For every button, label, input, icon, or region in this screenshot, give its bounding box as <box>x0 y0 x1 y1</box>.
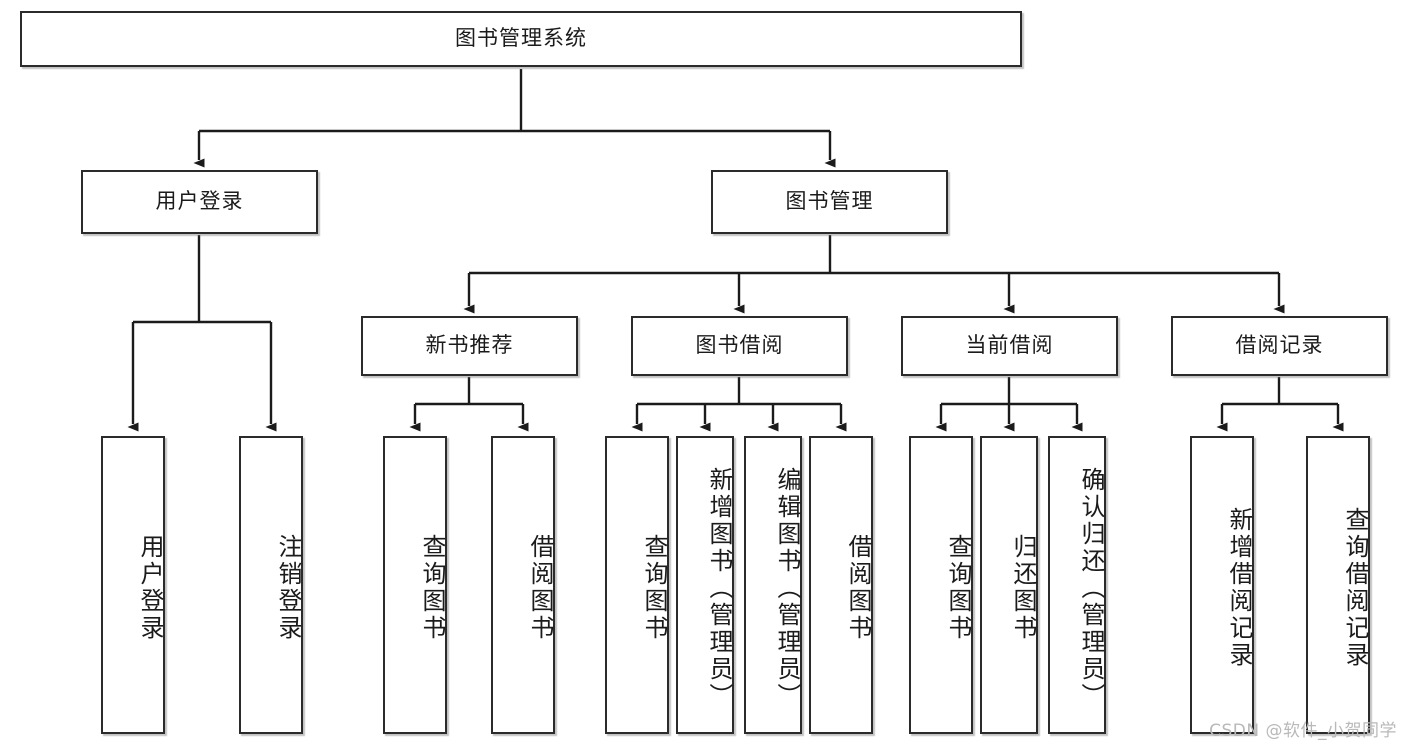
watermark: CSDN @软件_小贺同学 <box>1209 721 1397 741</box>
leaf-confirm-return-label: 确认归还（管理员） <box>1077 466 1105 710</box>
leaf-add-book-label: 新增图书（管理员） <box>705 466 733 710</box>
leaf-query-borrow-record[interactable]: 查询借阅记录 <box>1306 436 1370 734</box>
leaf-user-login-label: 用户登录 <box>136 534 164 642</box>
node-user-login-label: 用户登录 <box>155 189 244 214</box>
leaf-query-book-1-label: 查询图书 <box>418 534 446 642</box>
node-borrow-record-label: 借阅记录 <box>1235 333 1324 358</box>
node-root[interactable]: 图书管理系统 <box>20 11 1022 67</box>
leaf-query-book-1[interactable]: 查询图书 <box>383 436 447 734</box>
node-current-borrow-label: 当前借阅 <box>965 333 1054 358</box>
node-book-borrow-label: 图书借阅 <box>695 333 784 358</box>
leaf-query-book-2-label: 查询图书 <box>640 534 668 642</box>
leaf-query-borrow-record-label: 查询借阅记录 <box>1341 507 1369 669</box>
leaf-borrow-book-1-label: 借阅图书 <box>526 534 554 642</box>
node-borrow-record[interactable]: 借阅记录 <box>1171 316 1388 376</box>
node-new-book-recommend-label: 新书推荐 <box>425 333 514 358</box>
leaf-borrow-book-2-label: 借阅图书 <box>844 534 872 642</box>
node-root-label: 图书管理系统 <box>455 26 587 51</box>
leaf-add-book[interactable]: 新增图书（管理员） <box>676 436 734 734</box>
node-book-manage[interactable]: 图书管理 <box>711 170 948 234</box>
node-new-book-recommend[interactable]: 新书推荐 <box>361 316 578 376</box>
leaf-logout-login[interactable]: 注销登录 <box>239 436 303 734</box>
leaf-query-book-2[interactable]: 查询图书 <box>605 436 669 734</box>
leaf-edit-book-label: 编辑图书（管理员） <box>773 466 801 710</box>
leaf-borrow-book-2[interactable]: 借阅图书 <box>809 436 873 734</box>
leaf-query-book-3-label: 查询图书 <box>944 534 972 642</box>
node-book-manage-label: 图书管理 <box>785 189 874 214</box>
leaf-confirm-return[interactable]: 确认归还（管理员） <box>1048 436 1106 734</box>
leaf-borrow-book-1[interactable]: 借阅图书 <box>491 436 555 734</box>
leaf-return-book-label: 归还图书 <box>1009 534 1037 642</box>
node-user-login[interactable]: 用户登录 <box>81 170 318 234</box>
leaf-query-book-3[interactable]: 查询图书 <box>909 436 973 734</box>
leaf-logout-login-label: 注销登录 <box>274 534 302 642</box>
leaf-add-borrow-record-label: 新增借阅记录 <box>1225 507 1253 669</box>
leaf-edit-book[interactable]: 编辑图书（管理员） <box>744 436 802 734</box>
leaf-user-login[interactable]: 用户登录 <box>101 436 165 734</box>
node-book-borrow[interactable]: 图书借阅 <box>631 316 848 376</box>
node-current-borrow[interactable]: 当前借阅 <box>901 316 1118 376</box>
leaf-add-borrow-record[interactable]: 新增借阅记录 <box>1190 436 1254 734</box>
leaf-return-book[interactable]: 归还图书 <box>980 436 1038 734</box>
